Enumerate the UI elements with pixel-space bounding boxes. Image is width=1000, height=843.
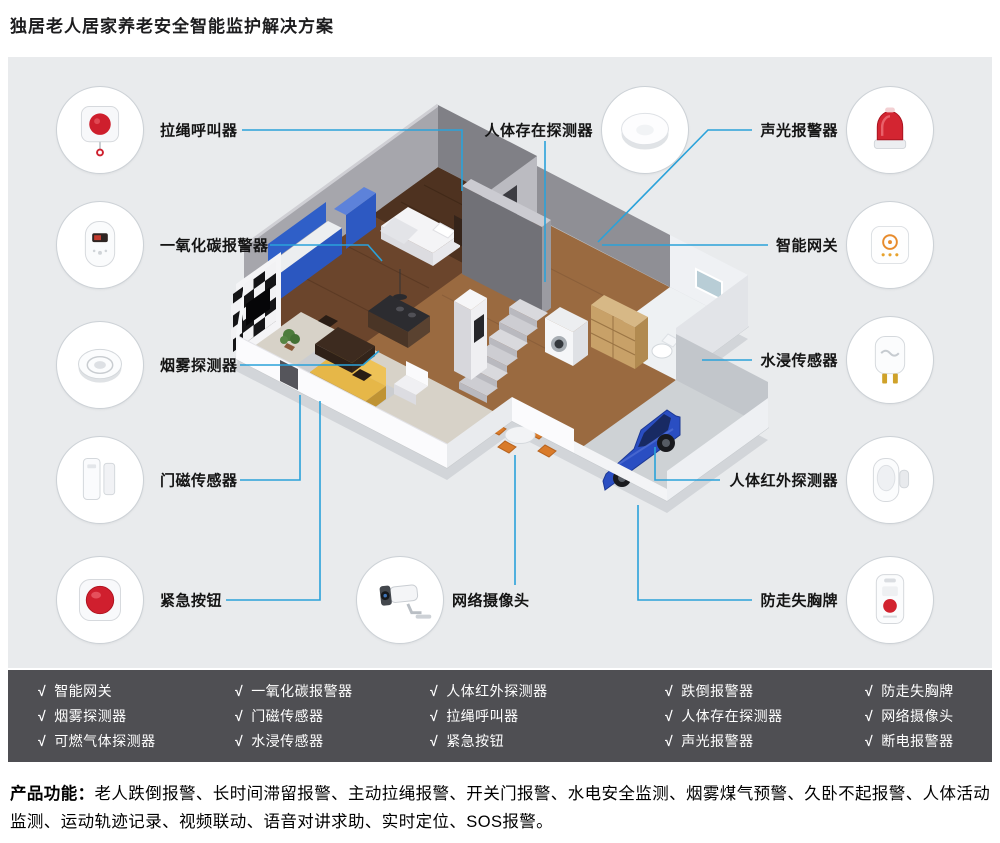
check-icon: √ <box>235 733 244 749</box>
interior-walls <box>462 156 551 315</box>
pir-detector-icon <box>846 436 934 524</box>
emergency-button-icon <box>56 556 144 644</box>
device-label-pir-detector: 人体红外探测器 <box>729 472 838 490</box>
device-sound-light-alarm <box>846 86 934 174</box>
device-label-ip-camera: 网络摄像头 <box>452 592 530 610</box>
device-co-alarm <box>56 201 144 289</box>
device-label-door-sensor: 门磁传感器 <box>160 472 238 490</box>
check-icon: √ <box>430 733 439 749</box>
product-functions-label: 产品功能： <box>10 785 95 803</box>
check-icon: √ <box>665 733 674 749</box>
feature-item: √门磁传感器 <box>235 708 324 724</box>
device-label-co-alarm: 一氧化碳报警器 <box>160 237 269 255</box>
feature-item: √水浸传感器 <box>235 733 324 749</box>
smoke-detector-icon <box>56 321 144 409</box>
device-label-emergency-button: 紧急按钮 <box>160 592 223 610</box>
feature-item: √拉绳呼叫器 <box>430 708 519 724</box>
feature-item: √智能网关 <box>38 683 113 699</box>
anti-loss-badge-icon <box>846 556 934 644</box>
feature-item: √人体存在探测器 <box>665 708 783 724</box>
feature-column-5: √防走失胸牌 √网络摄像头 √断电报警器 <box>865 679 954 754</box>
connector-lines <box>226 129 768 601</box>
feature-item: √紧急按钮 <box>430 733 505 749</box>
device-pull-cord-caller <box>56 86 144 174</box>
sound-light-alarm-icon <box>846 86 934 174</box>
check-icon: √ <box>865 733 874 749</box>
device-door-sensor <box>56 436 144 524</box>
hall-column <box>454 289 487 380</box>
device-water-leak-sensor <box>846 316 934 404</box>
check-icon: √ <box>865 683 874 699</box>
check-icon: √ <box>38 733 47 749</box>
bedroom-furniture <box>334 187 467 266</box>
ip-camera-icon <box>356 556 444 644</box>
laundry-area <box>545 295 648 369</box>
device-presence-detector <box>601 86 689 174</box>
feature-item: √可燃气体探测器 <box>38 733 156 749</box>
feature-column-4: √跌倒报警器 √人体存在探测器 √声光报警器 <box>665 679 783 754</box>
co-alarm-icon <box>56 201 144 289</box>
device-smoke-detector <box>56 321 144 409</box>
device-emergency-button <box>56 556 144 644</box>
device-label-presence-detector: 人体存在探测器 <box>484 122 593 140</box>
check-icon: √ <box>430 683 439 699</box>
device-anti-loss-badge <box>846 556 934 644</box>
feature-item: √人体红外探测器 <box>430 683 548 699</box>
device-smart-gateway <box>846 201 934 289</box>
device-ip-camera <box>356 556 444 644</box>
device-label-smoke-detector: 烟雾探测器 <box>160 357 238 375</box>
feature-bar: √智能网关 √烟雾探测器 √可燃气体探测器 √一氧化碳报警器 √门磁传感器 √水… <box>8 670 992 762</box>
check-icon: √ <box>665 683 674 699</box>
product-functions: 产品功能：老人跌倒报警、长时间滞留报警、主动拉绳报警、开关门报警、水电安全监测、… <box>10 780 992 837</box>
feature-column-2: √一氧化碳报警器 √门磁传感器 √水浸传感器 <box>235 679 353 754</box>
feature-item: √跌倒报警器 <box>665 683 754 699</box>
solution-panel: 拉绳呼叫器 一氧化碳报警器 烟雾探测器 门磁传感器 紧急按钮 人体存在探测器 声… <box>8 57 992 668</box>
smart-gateway-icon <box>846 201 934 289</box>
feature-column-3: √人体红外探测器 √拉绳呼叫器 √紧急按钮 <box>430 679 548 754</box>
stairs <box>459 299 548 403</box>
device-label-smart-gateway: 智能网关 <box>775 237 838 255</box>
check-icon: √ <box>235 683 244 699</box>
presence-detector-icon <box>601 86 689 174</box>
front-walls <box>235 284 768 501</box>
check-icon: √ <box>430 708 439 724</box>
feature-item: √声光报警器 <box>665 733 754 749</box>
feature-item: √烟雾探测器 <box>38 708 127 724</box>
device-pir-detector <box>846 436 934 524</box>
feature-item: √网络摄像头 <box>865 708 954 724</box>
water-leak-sensor-icon <box>846 316 934 404</box>
house-illustration <box>226 103 769 601</box>
check-icon: √ <box>665 708 674 724</box>
feature-item: √断电报警器 <box>865 733 954 749</box>
page-title: 独居老人居家养老安全智能监护解决方案 <box>10 17 334 36</box>
check-icon: √ <box>38 708 47 724</box>
check-icon: √ <box>235 708 244 724</box>
device-label-pull-cord-caller: 拉绳呼叫器 <box>160 122 238 140</box>
device-label-sound-light-alarm: 声光报警器 <box>760 122 838 140</box>
feature-column-1: √智能网关 √烟雾探测器 √可燃气体探测器 <box>38 679 156 754</box>
feature-item: √一氧化碳报警器 <box>235 683 353 699</box>
living-room <box>231 252 428 418</box>
device-label-water-leak-sensor: 水浸传感器 <box>760 352 838 370</box>
check-icon: √ <box>865 708 874 724</box>
feature-item: √防走失胸牌 <box>865 683 954 699</box>
device-label-anti-loss-badge: 防走失胸牌 <box>760 592 838 610</box>
pull-cord-caller-icon <box>56 86 144 174</box>
product-functions-text: 老人跌倒报警、长时间滞留报警、主动拉绳报警、开关门报警、水电安全监测、烟雾煤气预… <box>10 785 991 832</box>
check-icon: √ <box>38 683 47 699</box>
door-sensor-icon <box>56 436 144 524</box>
